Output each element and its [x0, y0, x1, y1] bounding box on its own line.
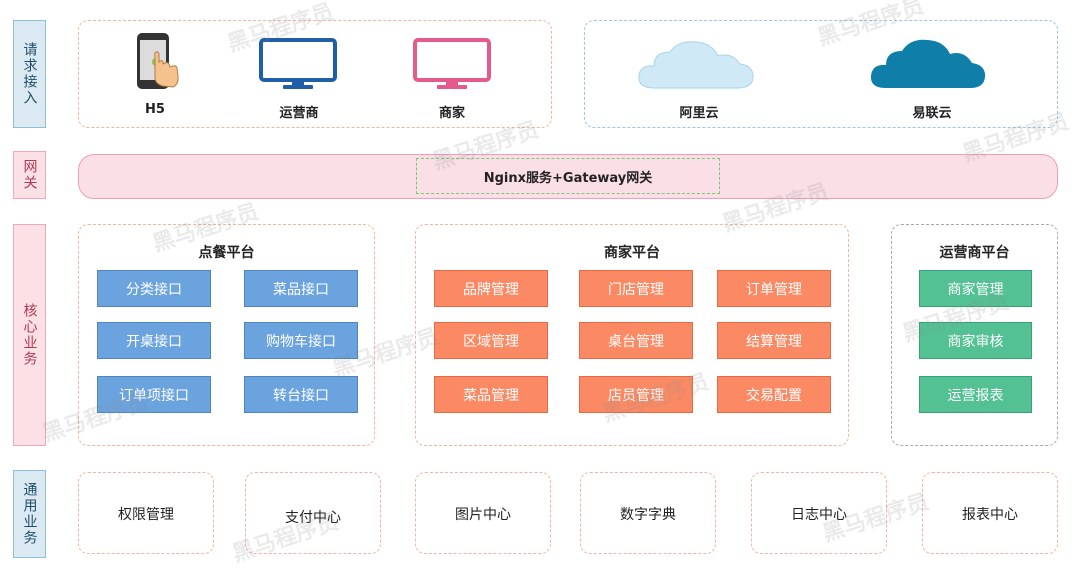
row-label-common: 通用业务 [13, 470, 46, 558]
operator-item[interactable]: 商家审核 [919, 322, 1032, 359]
merchant-platform-title: 商家平台 [604, 245, 660, 261]
row-label-access: 请求接入 [13, 20, 46, 128]
common-module [415, 472, 551, 554]
ordering-item[interactable]: 分类接口 [97, 270, 211, 307]
cloud-aliyun-label: 阿里云 [679, 106, 719, 121]
client-merchant-label: 商家 [438, 106, 465, 121]
ordering-item[interactable]: 开桌接口 [97, 322, 211, 359]
common-module [751, 472, 887, 554]
operator-item[interactable]: 商家管理 [919, 270, 1032, 307]
client-h5-label: H5 [145, 102, 165, 117]
common-module-label: 日志中心 [791, 507, 847, 523]
ordering-item[interactable]: 购物车接口 [244, 322, 358, 359]
ordering-item[interactable]: 菜品接口 [244, 270, 358, 307]
merchant-item[interactable]: 店员管理 [579, 376, 693, 413]
operator-platform-group [891, 224, 1058, 446]
phone-icon [137, 33, 179, 89]
gateway-label: Nginx服务+Gateway网关 [416, 158, 720, 194]
cloud-services-group [584, 20, 1058, 128]
clients-group [78, 20, 552, 128]
gateway-bar [78, 154, 1058, 199]
merchant-item[interactable]: 区域管理 [434, 322, 548, 359]
ordering-item[interactable]: 转台接口 [244, 376, 358, 413]
operator-platform-title: 运营商平台 [939, 245, 1010, 261]
row-label-core: 核心业务 [13, 224, 46, 446]
merchant-item[interactable]: 桌台管理 [579, 322, 693, 359]
common-module-label: 图片中心 [455, 507, 511, 523]
cloud-icon [638, 41, 754, 89]
ordering-platform-group [78, 224, 375, 446]
common-module [78, 472, 214, 554]
common-module-label: 报表中心 [962, 507, 1018, 523]
client-operator-label: 运营商 [279, 106, 319, 121]
merchant-item[interactable]: 菜品管理 [434, 376, 548, 413]
row-label-gateway: 网关 [13, 151, 46, 199]
merchant-item[interactable]: 交易配置 [717, 376, 831, 413]
ordering-platform-title: 点餐平台 [198, 245, 255, 261]
merchant-item[interactable]: 品牌管理 [434, 270, 548, 307]
monitor-icon [259, 38, 337, 89]
merchant-item[interactable]: 订单管理 [717, 270, 831, 307]
merchant-platform-group [415, 224, 849, 446]
common-module-label: 支付中心 [285, 510, 341, 526]
ordering-item[interactable]: 订单项接口 [97, 376, 211, 413]
common-module [922, 472, 1058, 554]
common-module [580, 472, 716, 554]
cloud-icon [870, 39, 986, 88]
merchant-item[interactable]: 门店管理 [579, 270, 693, 307]
cloud-yilian-label: 易联云 [912, 106, 952, 121]
operator-item[interactable]: 运营报表 [919, 376, 1032, 413]
common-module-label: 数字字典 [620, 507, 676, 523]
common-module [245, 472, 381, 554]
monitor-icon [413, 38, 491, 89]
merchant-item[interactable]: 结算管理 [717, 322, 831, 359]
common-module-label: 权限管理 [118, 507, 174, 523]
